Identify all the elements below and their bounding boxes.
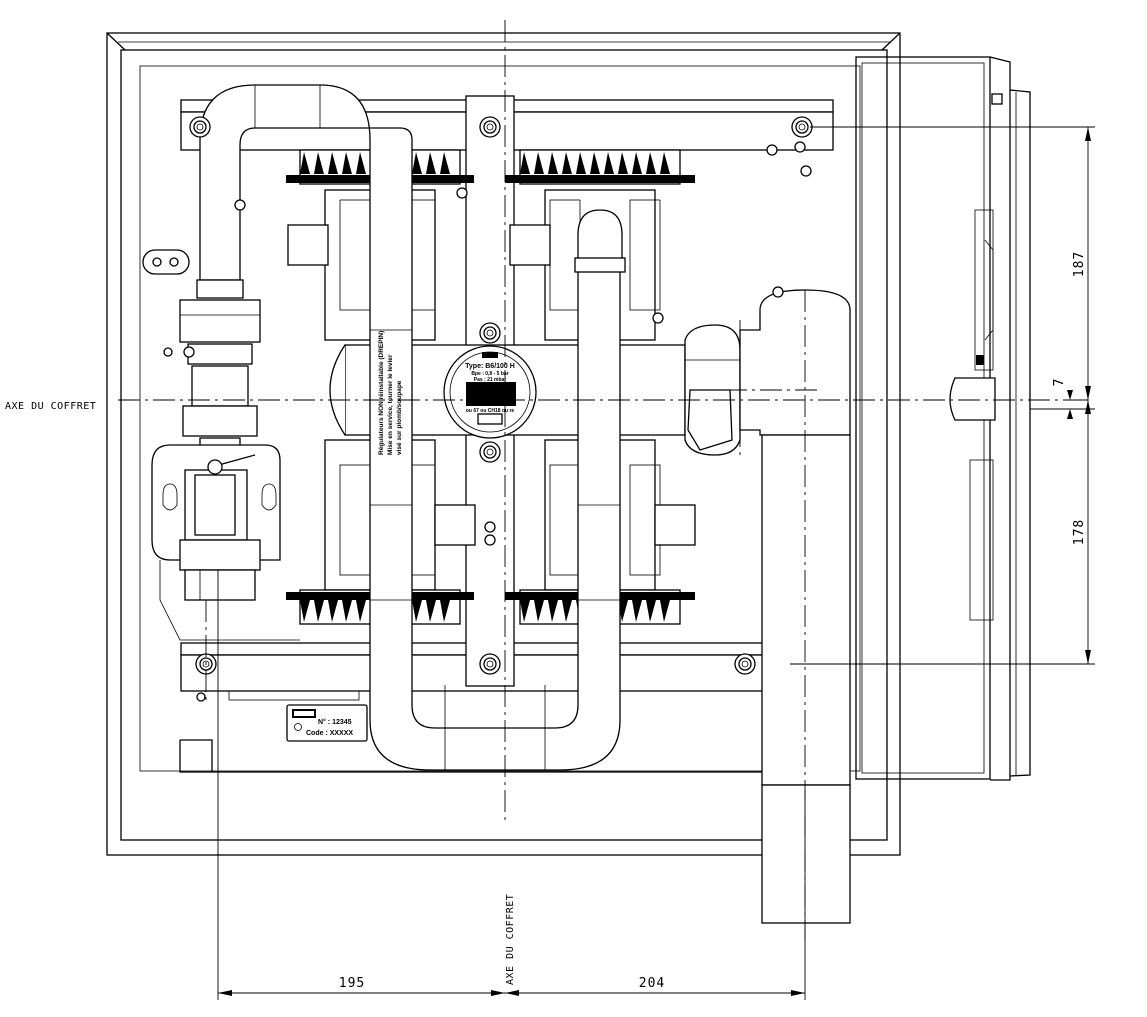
diaphragm-rib <box>618 152 628 174</box>
diaphragm-rib <box>412 600 422 622</box>
dimension-lines <box>217 126 1095 1000</box>
gauge-label-bpe: Bpe : 0,8 - 5 bar <box>471 371 508 377</box>
dimension-upper-height: 187 <box>1072 251 1087 277</box>
diaphragm-rib <box>646 152 656 174</box>
diaphragm-rib <box>356 152 366 174</box>
diaphragm-rib <box>328 152 338 174</box>
screw <box>479 322 501 344</box>
mounting-hole <box>794 141 806 153</box>
mounting-hole <box>484 521 496 533</box>
mounting-hole <box>766 144 778 156</box>
dimension-lower-height: 178 <box>1072 519 1087 545</box>
axis-label-vertical: AXE DU COFFRET <box>505 894 516 985</box>
diaphragm-rib <box>632 600 642 622</box>
id-plate-number: N° : 12345 <box>318 718 352 726</box>
pressure-gauge: Type: B6/100 H Bpe : 0,8 - 5 bar Pas : 2… <box>443 345 537 439</box>
mounting-hole <box>484 534 496 546</box>
diaphragm-rib <box>314 600 324 622</box>
diaphragm-rib <box>426 152 436 174</box>
diaphragm-rib <box>632 152 642 174</box>
diaphragm-rib <box>342 600 352 622</box>
pipe-warning-label: Régulateurs NON réinstallable (DREPIN) M… <box>378 331 403 455</box>
diaphragm-rib <box>534 152 544 174</box>
id-plate-code: Code : XXXXX <box>306 730 353 737</box>
dimension-left-width: 195 <box>339 976 365 991</box>
diaphragm-rib <box>576 152 586 174</box>
axis-label-horizontal: AXE DU COFFRET <box>5 401 96 412</box>
diaphragm-rib <box>660 152 670 174</box>
diaphragm-rib <box>534 600 544 622</box>
diaphragm-rib <box>440 152 450 174</box>
diaphragm-rib <box>328 600 338 622</box>
diaphragm-rib <box>604 152 614 174</box>
pipework <box>151 84 851 924</box>
diaphragm-rib <box>300 152 310 174</box>
diaphragm-rib <box>562 152 572 174</box>
mounting-rails <box>180 95 834 692</box>
gauge-label-ref: ou 67 ou CH18 ou re <box>466 408 515 414</box>
diaphragm-rib <box>548 600 558 622</box>
diaphragm-rib <box>412 152 422 174</box>
dimension-right-width: 204 <box>639 976 665 991</box>
mounting-hole <box>652 312 664 324</box>
diaphragm-rib <box>300 600 310 622</box>
screw <box>479 653 501 675</box>
diaphragm-rib <box>548 152 558 174</box>
screw <box>479 116 501 138</box>
screw <box>791 116 813 138</box>
diaphragm-rib <box>520 600 530 622</box>
diaphragm-rib <box>356 600 366 622</box>
screw <box>734 653 756 675</box>
mounting-hole <box>183 346 195 358</box>
mounting-hole <box>772 286 784 298</box>
diaphragm-rib <box>646 600 656 622</box>
diaphragm-rib <box>590 152 600 174</box>
left-bracket <box>142 249 206 702</box>
diaphragm-rib <box>520 152 530 174</box>
screw <box>189 116 211 138</box>
pipe-label-line2: Mise en service, tourner le levier <box>387 354 394 455</box>
diaphragm-rib <box>660 600 670 622</box>
cabinet-door <box>855 56 1031 781</box>
pipe-label-line3: visé sur plomb/soupape <box>396 380 403 455</box>
gauge-label-type: Type: B6/100 H <box>465 363 515 370</box>
screw <box>479 441 501 463</box>
diaphragm-rib <box>426 600 436 622</box>
mounting-hole <box>456 187 468 199</box>
mounting-hole <box>800 165 812 177</box>
dimension-axis-offset: 7 <box>1052 378 1067 387</box>
diaphragm-rib <box>314 152 324 174</box>
diaphragm-rib <box>562 600 572 622</box>
gauge-label-pas: Pas : 21 mbar <box>474 377 507 383</box>
diaphragm-rib <box>342 152 352 174</box>
diaphragm-rib <box>440 600 450 622</box>
pipe-label-line1: Régulateurs NON réinstallable (DREPIN) <box>378 331 385 455</box>
mounting-hole <box>234 199 246 211</box>
id-plate: N° : 12345 Code : XXXXX <box>286 704 368 742</box>
